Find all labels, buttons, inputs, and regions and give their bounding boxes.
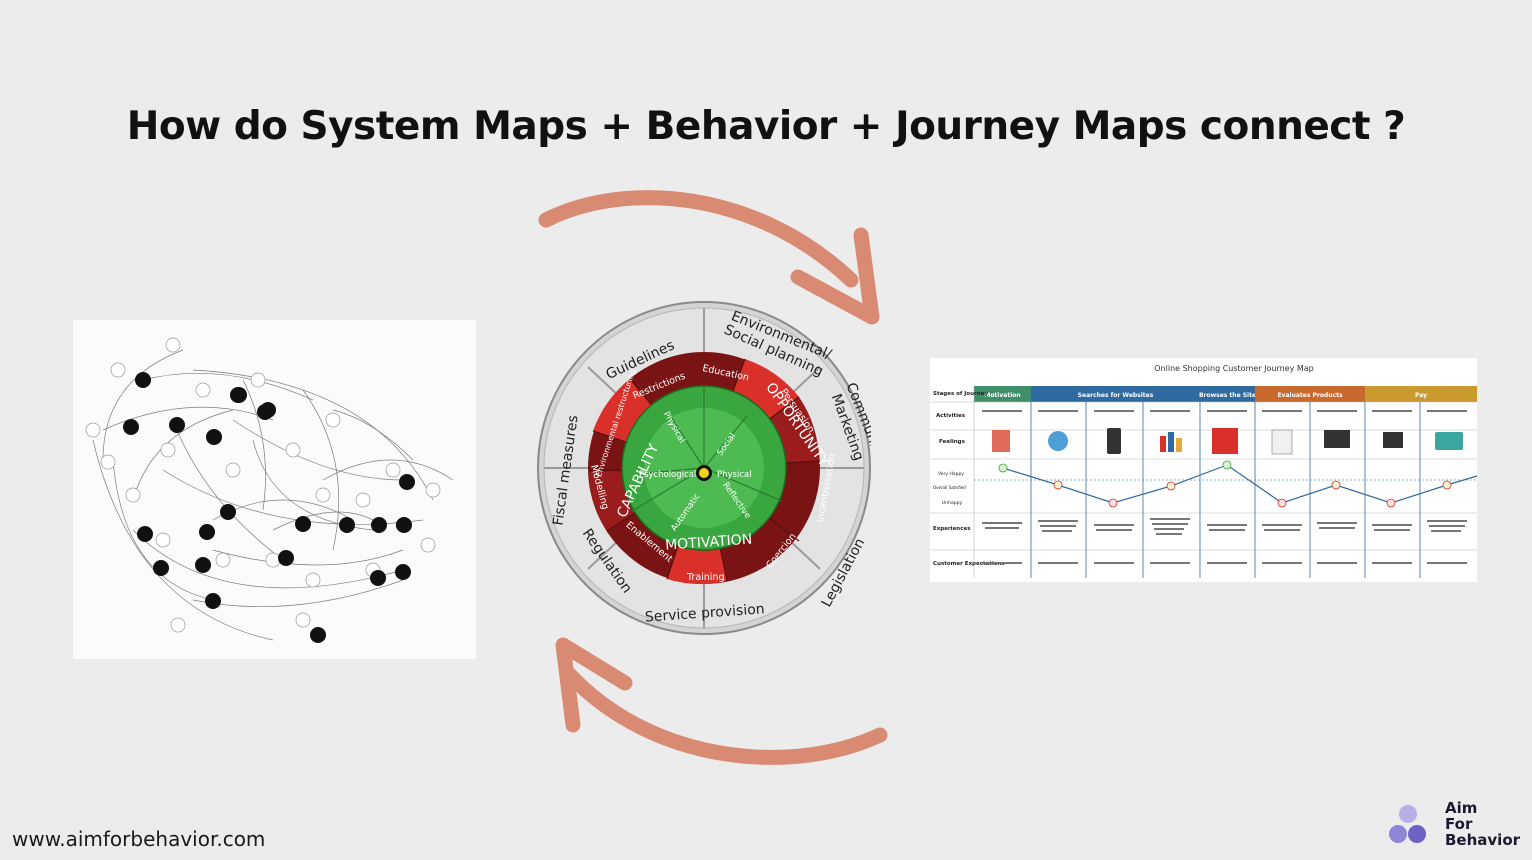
aim-for-behavior-logo-icon (1389, 805, 1426, 843)
wheel-core-physical-opportunity: Physical (717, 470, 752, 480)
arrow-right-icon (538, 190, 880, 325)
journey-stage-label: Pay (1415, 392, 1427, 399)
system-map-image (73, 320, 476, 659)
journey-row-activities: Activities (936, 413, 966, 419)
journey-stage-band (1200, 386, 1255, 402)
journey-row-stages: Stages of Journey (933, 391, 988, 397)
journey-map-image: Online Shopping Customer Journey Map Mot… (930, 358, 1478, 582)
arrow-left-icon (555, 637, 888, 765)
journey-stage-band (1255, 386, 1365, 402)
wheel-core-psychological: Psychological (639, 470, 696, 480)
behaviour-change-wheel: Guidelines Environmental/ Social plannin… (537, 301, 871, 635)
journey-row-feelings: Feelings (939, 439, 966, 445)
journey-stage-label: Browses the Site (1199, 392, 1256, 399)
slide-title: How do System Maps + Behavior + Journey … (126, 104, 1406, 149)
journey-stage-band (1031, 386, 1200, 402)
journey-row-unhappy: Unhappy (942, 500, 962, 506)
journey-stage-label: Evaluates Products (1277, 392, 1343, 399)
journey-row-experiences: Experiences (933, 526, 971, 532)
journey-row-expectations: Customer Expectations (933, 561, 1006, 567)
logo-wordmark: Aim For Behavior (1445, 800, 1520, 848)
logo-line-2: For (1445, 815, 1473, 833)
logo-line-3: Behavior (1445, 831, 1521, 849)
journey-stage-band (1365, 386, 1477, 402)
wheel-motivation: MOTIVATION (665, 532, 753, 554)
footer-url[interactable]: www.aimforbehavior.com (12, 827, 266, 851)
logo-line-1: Aim (1445, 799, 1478, 817)
journey-stage-label: Motivation (984, 392, 1020, 399)
journey-stage-band (974, 386, 1031, 402)
journey-map-title: Online Shopping Customer Journey Map (1154, 364, 1314, 373)
journey-stage-label: Searches for Websites (1078, 392, 1154, 399)
journey-row-very-happy: Very Happy (938, 471, 964, 477)
journey-row-overall-satisfied: Overall Satisfied (933, 485, 966, 490)
wheel-middle-training: Training (686, 572, 725, 583)
